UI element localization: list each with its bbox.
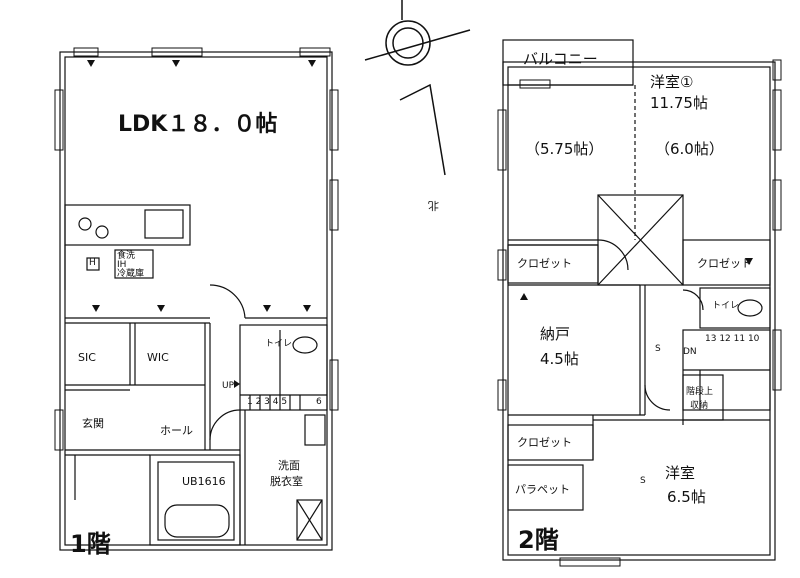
h-mark: H xyxy=(89,258,96,268)
stair-numbers-2f: 13 12 11 10 xyxy=(705,334,760,344)
western-1-size: 11.75帖 xyxy=(650,94,708,112)
balcony-label: バルコニー xyxy=(523,50,598,68)
sic-label: SIC xyxy=(78,351,96,364)
western-2-size: 6.5帖 xyxy=(667,488,706,506)
appliance-label-2: IH xyxy=(117,260,127,270)
closet-a-label: クロゼット xyxy=(517,257,572,270)
second-floor-walls xyxy=(502,39,776,561)
western-2-label: 洋室 xyxy=(665,464,696,482)
closet-b-label: クロゼット xyxy=(697,257,752,270)
toilet-1f-label: トイレ xyxy=(265,339,293,349)
closet-c-label: クロゼット xyxy=(517,436,572,449)
up-label: UP xyxy=(222,381,235,391)
ldk-label: LDK１８．０帖 xyxy=(118,112,278,137)
hall-label: ホール xyxy=(160,424,193,437)
stair-storage-label-2: 収納 xyxy=(690,401,709,411)
storeroom-size: 4.5帖 xyxy=(540,350,579,368)
entrance-label: 玄関 xyxy=(82,417,104,430)
second-floor-windows xyxy=(497,59,782,567)
appliance-label-1: 食洗 xyxy=(117,251,136,261)
parapet-label: パラペット xyxy=(515,483,570,496)
storeroom-label: 納戸 xyxy=(540,325,571,343)
s-mark-1: S xyxy=(655,344,661,354)
first-floor-title: 1階 xyxy=(70,530,111,558)
stair-storage-label-1: 階段上 xyxy=(686,387,714,397)
washroom-label-1: 洗面 xyxy=(278,459,300,472)
appliance-label-3: 冷蔵庫 xyxy=(117,269,145,279)
unit-bath-label: UB1616 xyxy=(182,475,226,488)
washroom-label-2: 脱衣室 xyxy=(270,475,303,488)
compass xyxy=(364,0,471,176)
left-half-size: （5.75帖） xyxy=(525,140,604,158)
first-floor-walls xyxy=(59,51,333,551)
direction-arrows xyxy=(87,60,753,388)
first-floor-windows xyxy=(54,47,339,451)
stair-last-1f: 6 xyxy=(316,397,322,407)
s-mark-2: S xyxy=(640,476,646,486)
right-half-size: （6.0帖） xyxy=(655,140,724,158)
dn-label: DN xyxy=(683,347,697,357)
stair-numbers-1f: 1 2 3 4 5 xyxy=(247,397,288,407)
western-1-label: 洋室① xyxy=(650,73,694,91)
north-label: 北 xyxy=(428,199,439,212)
toilet-2f-label: トイレ xyxy=(712,301,740,311)
second-floor-title: 2階 xyxy=(518,526,559,554)
wic-label: WIC xyxy=(147,351,169,364)
